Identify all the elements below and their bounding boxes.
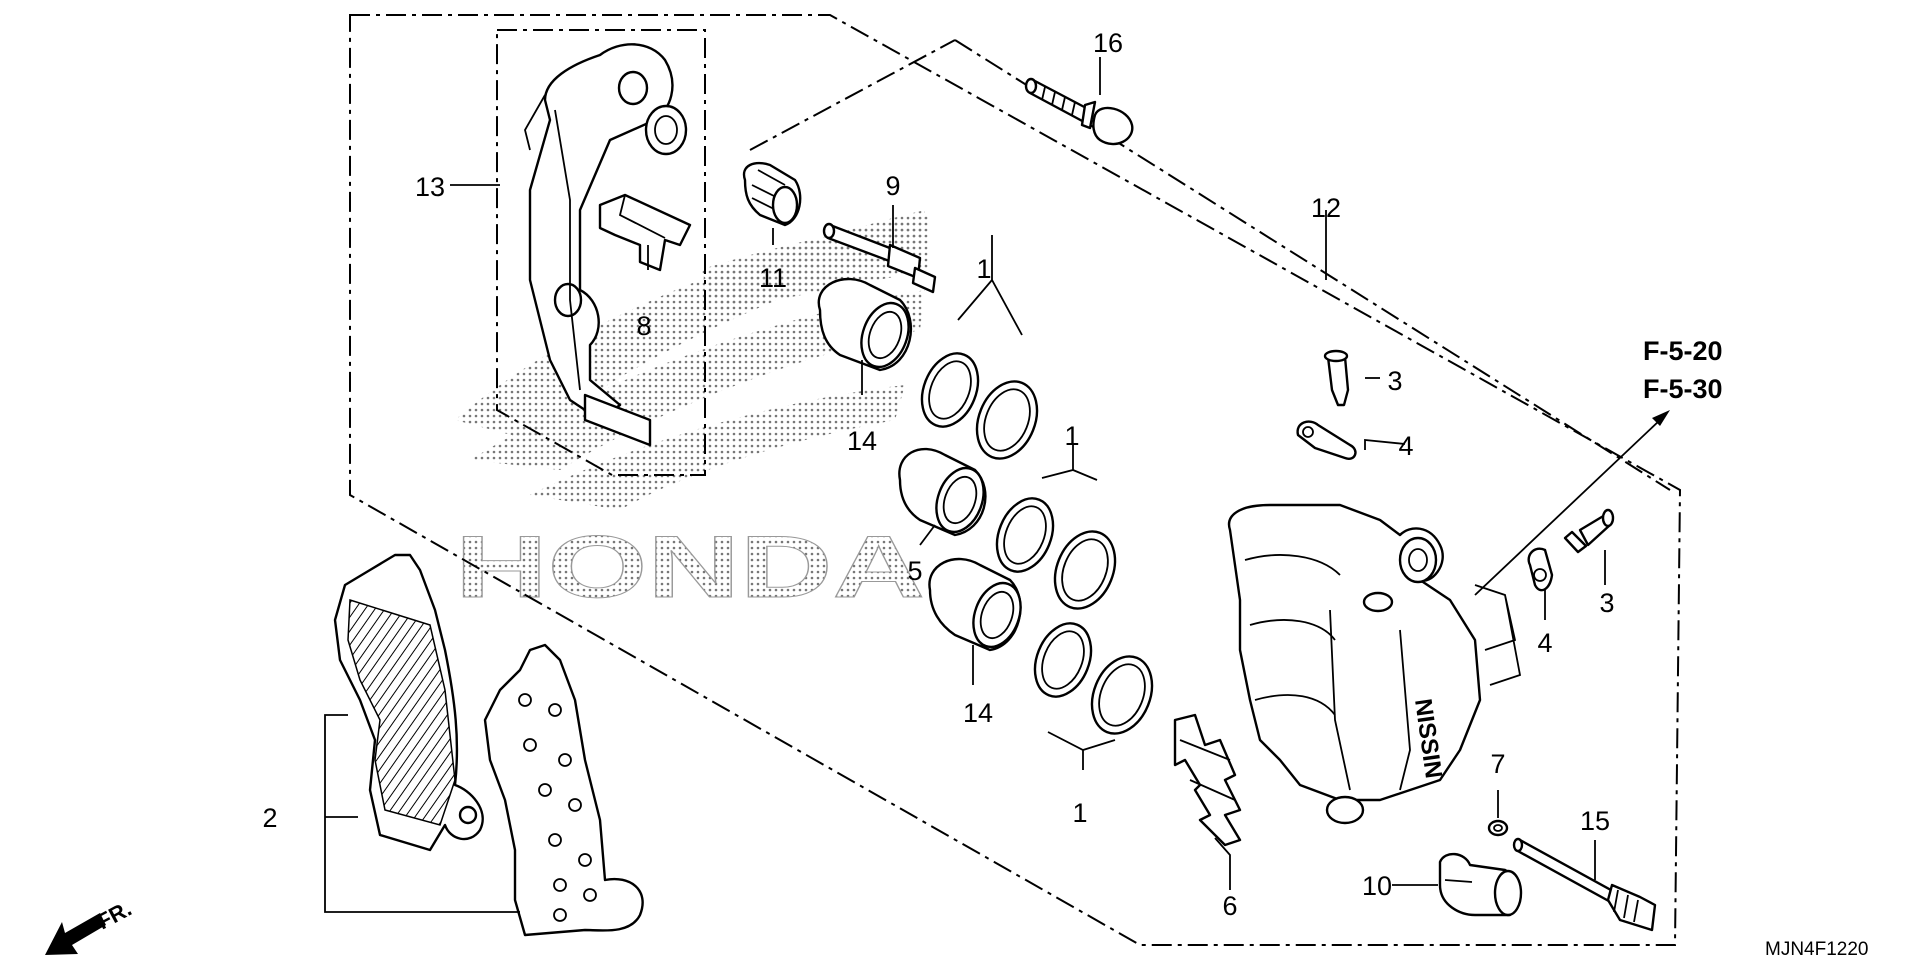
honda-watermark-text: HONDA (455, 517, 925, 616)
callout-14: 14 (963, 698, 993, 728)
diagram-code: MJN4F1220 (1765, 939, 1869, 960)
bolt-part-16 (1024, 77, 1134, 146)
bleeder-screw-part-3-upper (1323, 349, 1350, 407)
callout-4: 4 (1537, 628, 1552, 658)
piston-part-14-upper (817, 277, 913, 372)
bleeder-cap-part-4-right (1527, 547, 1554, 592)
brake-pad-set-part-2 (333, 553, 644, 937)
piston-seal-set-part-1-upper (920, 352, 1039, 460)
callout-6: 6 (1222, 891, 1237, 921)
callout-12: 12 (1311, 193, 1341, 223)
callout-3: 3 (1387, 366, 1402, 396)
callout-9: 9 (885, 171, 900, 201)
callout-1: 1 (1072, 798, 1087, 828)
callout-15: 15 (1580, 806, 1610, 836)
piston-seal-set-part-1-middle (995, 497, 1117, 610)
reference-f-5-30: F-5-30 (1643, 374, 1723, 404)
pad-spring-part-8 (598, 193, 692, 272)
honda-wing-watermark: HONDA (455, 210, 930, 617)
reference-arrow (1474, 410, 1670, 596)
callout-5: 5 (907, 556, 922, 586)
callout-7: 7 (1490, 749, 1505, 779)
pad-spring-part-6 (1173, 713, 1242, 847)
piston-part-5 (898, 447, 987, 537)
leader-lines (324, 57, 1606, 913)
callout-2: 2 (262, 803, 277, 833)
callout-labels: 1 1 1 2 3 3 4 4 5 6 7 8 9 10 11 12 13 14… (262, 28, 1614, 921)
caliper-bracket-part-13 (524, 43, 688, 447)
callout-13: 13 (415, 172, 445, 202)
section-references: F-5-20 F-5-30 (1643, 336, 1723, 404)
boot-part-11 (742, 161, 802, 227)
callout-1: 1 (1064, 421, 1079, 451)
callout-3: 3 (1599, 588, 1614, 618)
front-direction-indicator: FR. (45, 896, 136, 955)
pin-part-9 (822, 222, 937, 294)
bleeder-screw-part-3-right (1563, 508, 1615, 554)
piston-part-14-lower (928, 557, 1022, 652)
callout-10: 10 (1362, 871, 1392, 901)
caliper-body-part-12: NISSIN (1227, 503, 1482, 825)
callout-4: 4 (1398, 431, 1413, 461)
washer-part-7 (1487, 819, 1509, 837)
callout-11: 11 (759, 263, 787, 293)
callout-16: 16 (1093, 28, 1123, 58)
bleeder-cap-part-4-upper (1296, 420, 1357, 460)
callout-8: 8 (636, 311, 651, 341)
assembly-outline (349, 14, 1682, 946)
bolt-part-10 (1438, 852, 1523, 917)
callout-1: 1 (976, 254, 991, 284)
reference-f-5-20: F-5-20 (1643, 336, 1723, 366)
callout-14: 14 (847, 426, 877, 456)
pin-part-15 (1512, 837, 1657, 932)
piston-seal-set-part-1-lower (1033, 622, 1154, 735)
